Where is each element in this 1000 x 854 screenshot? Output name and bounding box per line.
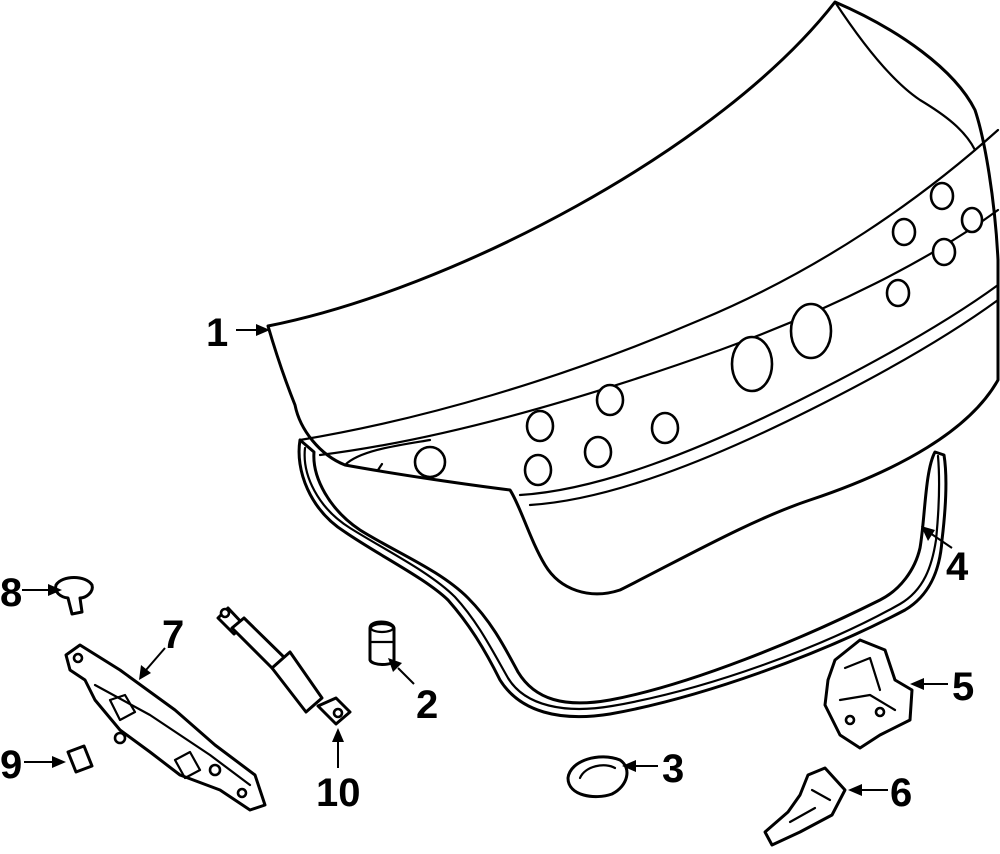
part-8-clip[interactable] bbox=[54, 576, 94, 616]
part-3-cover[interactable] bbox=[566, 755, 629, 799]
part-1-trunk-lid[interactable] bbox=[266, 0, 1000, 596]
part-2-stop[interactable] bbox=[368, 620, 396, 666]
callout-8: 8 bbox=[0, 571, 22, 615]
part-4-weatherstrip[interactable] bbox=[297, 438, 948, 719]
callout-5: 5 bbox=[952, 665, 974, 709]
callout-10: 10 bbox=[316, 771, 361, 815]
callout-1: 1 bbox=[206, 311, 228, 355]
part-9-bumper[interactable] bbox=[66, 744, 94, 774]
callout-2: 2 bbox=[416, 683, 438, 727]
callout-6: 6 bbox=[890, 771, 912, 815]
callout-7: 7 bbox=[162, 613, 184, 657]
part-6-striker[interactable] bbox=[763, 766, 847, 847]
part-5-latch[interactable] bbox=[823, 638, 914, 750]
part-7-hinge[interactable] bbox=[64, 643, 267, 812]
callout-4: 4 bbox=[946, 545, 969, 589]
part-10-strut[interactable] bbox=[216, 606, 352, 726]
callout-3: 3 bbox=[662, 747, 684, 791]
callout-leaders bbox=[22, 324, 953, 796]
callout-9: 9 bbox=[0, 743, 22, 787]
